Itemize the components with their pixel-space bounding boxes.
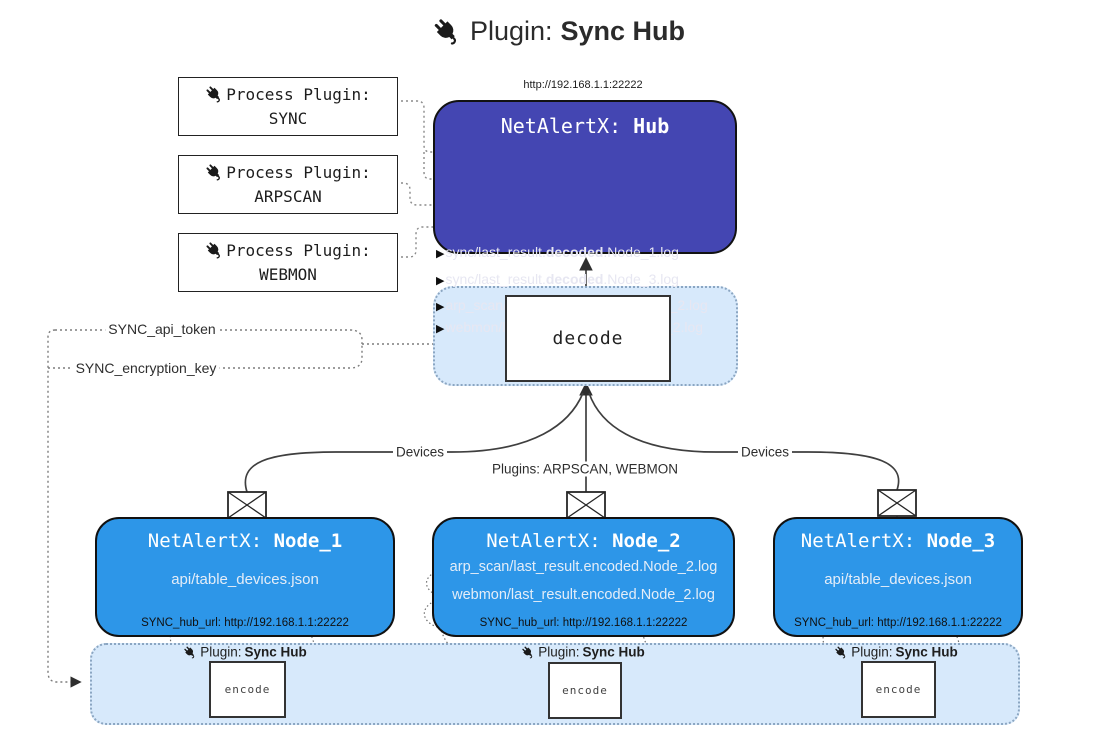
node-file-line: webmon/last_result.encoded.Node_2.log <box>452 587 715 603</box>
process-plugin-name: ARPSCAN <box>254 186 322 206</box>
encode-label-name: Sync Hub <box>582 644 645 660</box>
encode-plugin-label: Plugin: Sync Hub <box>521 645 645 660</box>
plug-icon <box>205 85 224 104</box>
node-file-line: api/table_devices.json <box>824 571 972 588</box>
envelope-icon <box>877 489 917 517</box>
process-plugin-box-arpscan: Process Plugin: ARPSCAN <box>178 155 398 214</box>
encode-box: encode <box>548 662 622 719</box>
encode-plugin-label: Plugin: Sync Hub <box>834 645 958 660</box>
plugin-dotted-connectors <box>396 100 434 258</box>
node-2-box: NetAlertX: Node_2 arp_scan/last_result.e… <box>432 517 735 637</box>
envelope-icon <box>566 491 606 519</box>
plug-icon <box>205 241 224 260</box>
envelope-icons <box>227 489 917 528</box>
arrow-right-icon: ▶ <box>436 323 445 335</box>
config-label-encryption-key: SYNC_encryption_key <box>72 360 220 376</box>
arrow-right-icon: ▶ <box>436 275 445 287</box>
encode-label-prefix: Plugin: <box>538 644 580 660</box>
log-text: sync/last_result. <box>445 244 546 260</box>
node-file-line: api/table_devices.json <box>171 571 319 588</box>
node-title: NetAlertX: Node_3 <box>775 530 1021 552</box>
hub-url: http://192.168.1.1:22222 <box>523 79 643 91</box>
node-title: NetAlertX: Node_2 <box>434 530 733 552</box>
node-title-name: Node_1 <box>273 530 343 552</box>
process-plugin-name: SYNC <box>268 108 308 128</box>
decode-box: decode <box>505 295 671 382</box>
encode-label-prefix: Plugin: <box>851 644 893 660</box>
node-1-box: NetAlertX: Node_1 api/table_devices.json… <box>95 517 395 637</box>
log-text: .Node_3.log <box>603 271 679 287</box>
plug-icon <box>432 17 462 47</box>
encode-box: encode <box>209 661 286 718</box>
config-label-api-token: SYNC_api_token <box>105 321 219 337</box>
node-3-box: NetAlertX: Node_3 api/table_devices.json… <box>773 517 1023 637</box>
process-plugin-name: WEBMON <box>259 264 317 284</box>
plug-icon <box>521 645 535 659</box>
node-title: NetAlertX: Node_1 <box>97 530 393 552</box>
log-bold: decoded <box>545 271 604 287</box>
hub-title-name: Hub <box>633 114 670 138</box>
log-text: sync/last_result. <box>445 271 546 287</box>
log-text: .Node_1.log <box>603 244 679 260</box>
page-title-name: Sync Hub <box>560 16 686 46</box>
edge-label-devices-right: Devices <box>737 444 793 460</box>
node-title-name: Node_2 <box>612 530 681 552</box>
hub-log-line: ▶sync/last_result.decoded.Node_3.log <box>436 271 679 287</box>
process-plugin-label: Process Plugin: <box>226 84 371 104</box>
arrow-right-icon: ▶ <box>436 301 445 313</box>
plug-icon <box>834 645 848 659</box>
encode-label-name: Sync Hub <box>244 644 307 660</box>
hub-box: NetAlertX: Hub ▶sync/last_result.decoded… <box>433 100 737 335</box>
encode-label-name: Sync Hub <box>895 644 958 660</box>
arrow-right-icon: ▶ <box>436 248 445 260</box>
hub-log-line: ▶sync/last_result.decoded.Node_1.log <box>436 244 679 260</box>
node-hub-url: SYNC_hub_url: http://192.168.1.1:22222 <box>141 617 349 629</box>
hub-title-prefix: NetAlertX: <box>500 114 622 138</box>
envelope-icon <box>227 491 267 519</box>
plug-icon <box>183 645 197 659</box>
encode-label-prefix: Plugin: <box>200 644 242 660</box>
node-title-prefix: NetAlertX: <box>147 530 263 552</box>
process-plugin-box-webmon: Process Plugin: WEBMON <box>178 233 398 292</box>
hub-title: NetAlertX: Hub <box>435 114 735 138</box>
page-title: Plugin: Sync Hub <box>432 16 685 47</box>
node-hub-url: SYNC_hub_url: http://192.168.1.1:22222 <box>794 617 1002 629</box>
edge-label-plugins-center: Plugins: ARPSCAN, WEBMON <box>488 461 682 477</box>
node-file-line: arp_scan/last_result.encoded.Node_2.log <box>449 559 718 575</box>
plug-icon <box>205 163 224 182</box>
encode-box: encode <box>861 661 936 718</box>
node-title-prefix: NetAlertX: <box>800 530 916 552</box>
config-dotted-lines <box>47 329 499 688</box>
node-hub-url: SYNC_hub_url: http://192.168.1.1:22222 <box>479 617 688 629</box>
process-plugin-label: Process Plugin: <box>226 162 371 182</box>
edge-label-devices-left: Devices <box>392 444 448 460</box>
process-plugin-label: Process Plugin: <box>226 240 371 260</box>
process-plugin-box-sync: Process Plugin: SYNC <box>178 77 398 136</box>
log-bold: decoded <box>545 244 604 260</box>
node-title-name: Node_3 <box>926 530 996 552</box>
page-title-prefix: Plugin: <box>469 16 553 46</box>
node-title-prefix: NetAlertX: <box>486 530 601 552</box>
encode-plugin-label: Plugin: Sync Hub <box>183 645 307 660</box>
